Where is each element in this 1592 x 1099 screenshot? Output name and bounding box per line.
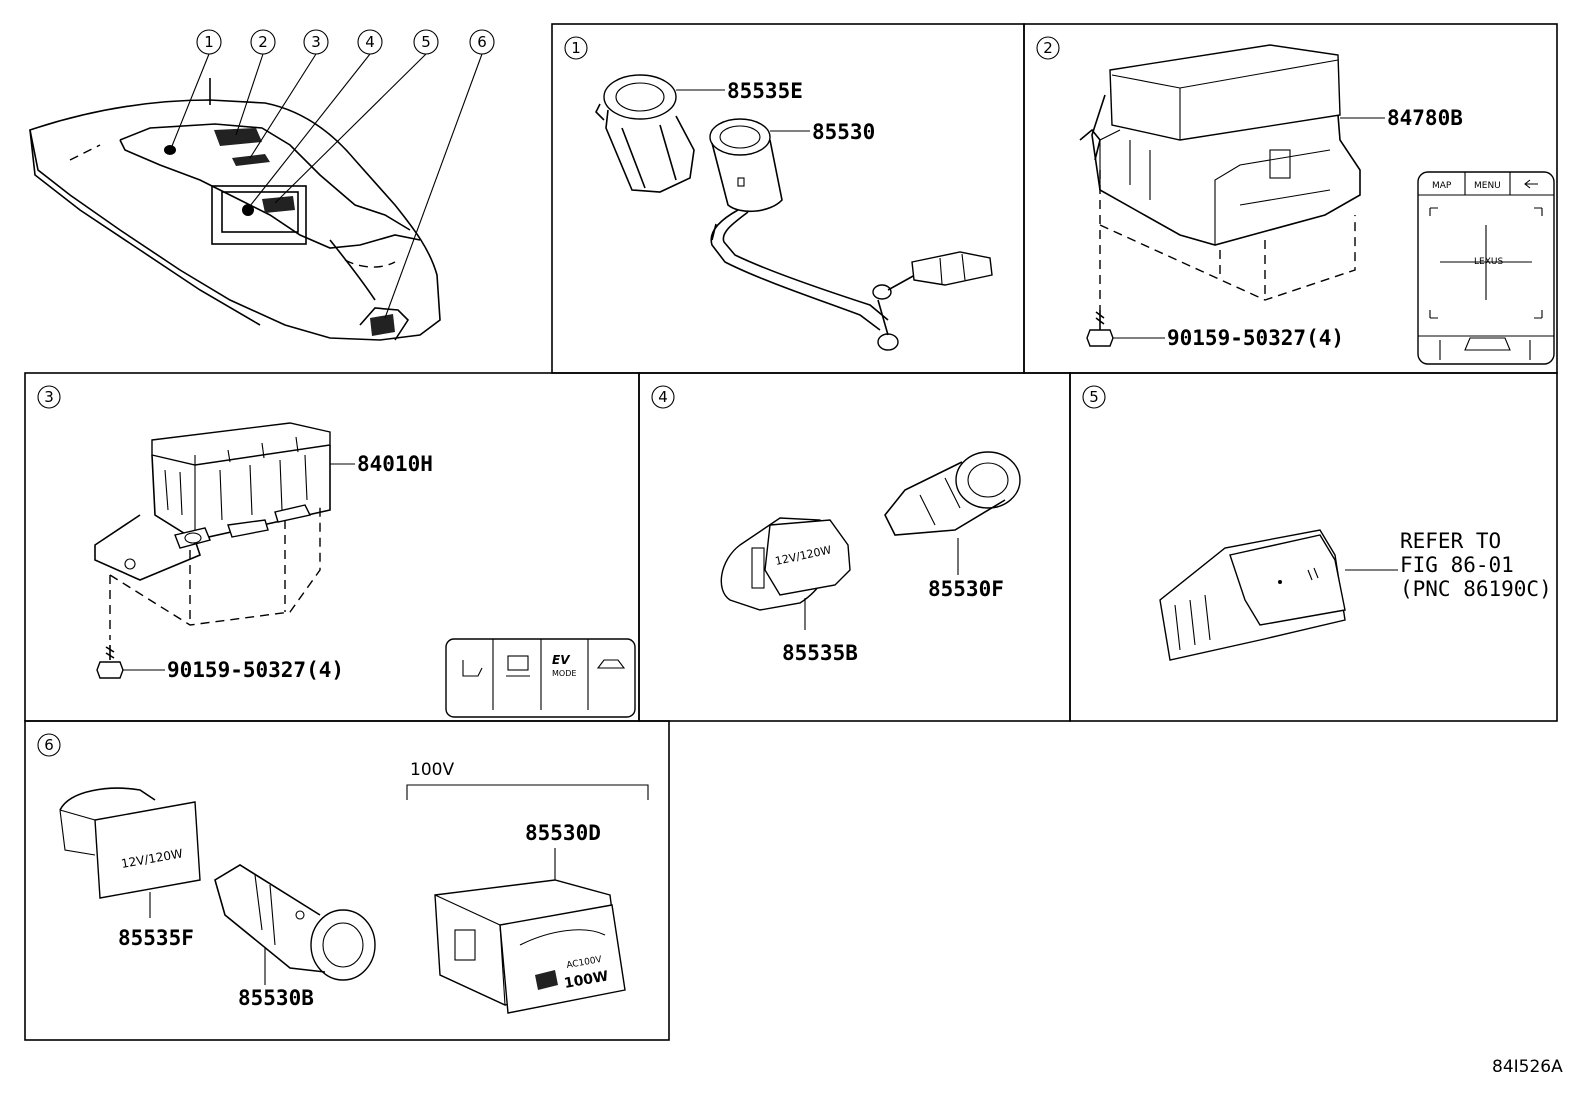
panel-5: 5 REFER TO FIG 86-01 (PNC 86190C) bbox=[1082, 385, 1552, 661]
switch-label-ev: EV bbox=[552, 653, 571, 667]
overview-callout-3: 3 bbox=[311, 33, 321, 51]
part-85530B: 85530B bbox=[238, 986, 314, 1010]
part-84010H: 84010H bbox=[357, 452, 433, 476]
panel-2-callout: 2 bbox=[1043, 39, 1053, 57]
part-85530D: 85530D bbox=[525, 821, 601, 845]
part-85530: 85530 bbox=[812, 120, 875, 144]
overview-callout-2: 2 bbox=[258, 33, 268, 51]
group-label-100v: 100V bbox=[410, 760, 454, 780]
overview-callouts: 1 2 3 4 5 6 bbox=[196, 29, 495, 55]
part-84780B: 84780B bbox=[1387, 106, 1463, 130]
panel-6: 6 12V/120W 85535F 85530B 100V 85530D AC1… bbox=[37, 733, 649, 1014]
switch-label-menu: MENU bbox=[1474, 181, 1501, 191]
panel-3-callout: 3 bbox=[44, 388, 54, 406]
overview-console-drawing bbox=[29, 53, 483, 341]
overview-callout-5: 5 bbox=[421, 33, 431, 51]
overview-callout-6: 6 bbox=[477, 33, 487, 51]
part-85535B: 85535B bbox=[782, 641, 858, 665]
refer-line-3: (PNC 86190C) bbox=[1400, 577, 1552, 601]
refer-line-2: FIG 86-01 bbox=[1400, 553, 1514, 577]
panel-2: 2 90159-50327(4) 84780B MAP MENU bbox=[1036, 36, 1555, 365]
panel-4: 4 12V/120W 85535B 85530F bbox=[651, 385, 1021, 665]
switch-label-mode: MODE bbox=[552, 669, 576, 678]
overview-callout-1: 1 bbox=[204, 33, 214, 51]
panel-1-callout: 1 bbox=[571, 39, 581, 57]
part-85535E: 85535E bbox=[727, 79, 803, 103]
overview-callout-4: 4 bbox=[365, 33, 375, 51]
part-90159-50327-lower: 90159-50327(4) bbox=[167, 658, 344, 682]
part-90159-50327-upper: 90159-50327(4) bbox=[1167, 326, 1344, 350]
refer-line-1: REFER TO bbox=[1400, 529, 1501, 553]
panel-1: 1 85535E 85530 bbox=[564, 36, 993, 351]
part-85530F: 85530F bbox=[928, 577, 1004, 601]
panel-5-callout: 5 bbox=[1089, 388, 1099, 406]
figure-id: 84I526A bbox=[1492, 1057, 1563, 1077]
panel-3: 3 90159-50327(4) 84010H EV MODE bbox=[37, 385, 636, 718]
panel-6-callout: 6 bbox=[44, 736, 54, 754]
panel-frames bbox=[24, 23, 1558, 1041]
outlet-label-100w: 100W bbox=[563, 968, 610, 992]
part-85535F: 85535F bbox=[118, 926, 194, 950]
switch-label-map: MAP bbox=[1432, 181, 1452, 191]
panel-4-callout: 4 bbox=[658, 388, 668, 406]
switch-label-lexus: LEXUS bbox=[1474, 257, 1503, 267]
